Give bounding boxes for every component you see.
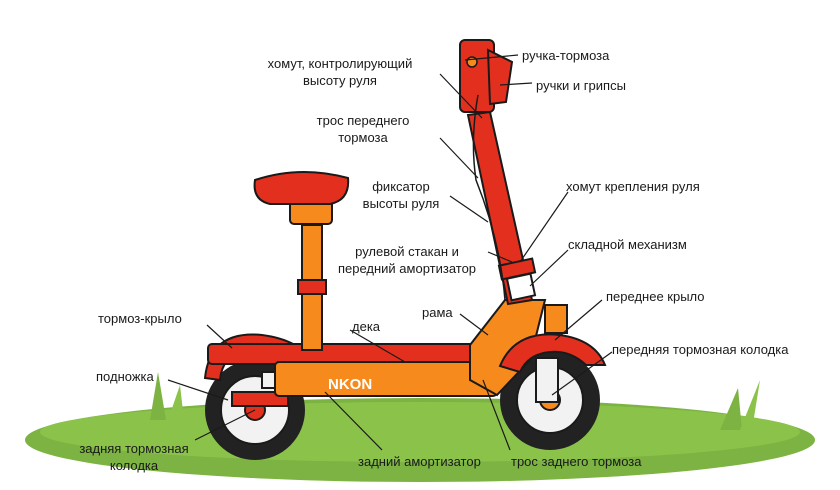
front-fork [535, 357, 559, 403]
label-rear-shock: задний амортизатор [358, 454, 481, 469]
label-brake-handle: ручка-тормоза [522, 48, 610, 63]
label-folding: складной механизм [568, 237, 687, 252]
label-rear-cable: трос заднего тормоза [511, 454, 642, 469]
handlebar [459, 39, 514, 113]
label-rear-pad-line-2: колодка [109, 458, 159, 473]
folding-mechanism-block [544, 304, 568, 334]
label-kickstand: подножка [96, 369, 154, 384]
label-front-pad: передняя тормозная колодка [612, 342, 789, 357]
label-grips: ручки и грипсы [536, 78, 626, 93]
label-front-fender: переднее крыло [606, 289, 705, 304]
label-height-clamp-line-2: высоту руля [303, 73, 377, 88]
brake-cable [472, 94, 506, 301]
rear-brake-assembly [231, 391, 289, 407]
label-height-clamp-line-1: хомут, контролирующий [267, 56, 413, 71]
deck [207, 343, 498, 397]
label-fender-brake: тормоз-крыло [98, 311, 182, 326]
label-frame: рама [422, 305, 453, 320]
leader-lines [167, 54, 613, 451]
label-steering: рулевой стакан и передний амортизатор [326, 243, 488, 277]
label-height-lock: фиксатор высоты руля [348, 178, 454, 212]
label-front-cable: трос переднего тормоза [288, 112, 438, 146]
front-fender [498, 333, 607, 374]
label-steering-line-2: передний амортизатор [337, 261, 477, 276]
label-front-cable-line-1: трос переднего [316, 113, 410, 128]
seat [253, 171, 350, 351]
label-rear-pad-line-1: задняя тормозная [79, 441, 189, 456]
label-bar-clamp: хомут крепления руля [566, 179, 700, 194]
label-front-cable-line-2: тормоза [338, 130, 388, 145]
brand-logo: NKON [328, 376, 372, 393]
label-deck: дека [352, 319, 381, 334]
label-height-lock-line-2: высоты руля [362, 196, 440, 211]
label-height-clamp: хомут, контролирующий высоту руля [240, 55, 440, 89]
label-rear-pad: задняя тормозная колодка [66, 440, 202, 474]
label-height-lock-line-1: фиксатор [372, 179, 430, 194]
label-steering-line-1: рулевой стакан и [355, 244, 459, 259]
